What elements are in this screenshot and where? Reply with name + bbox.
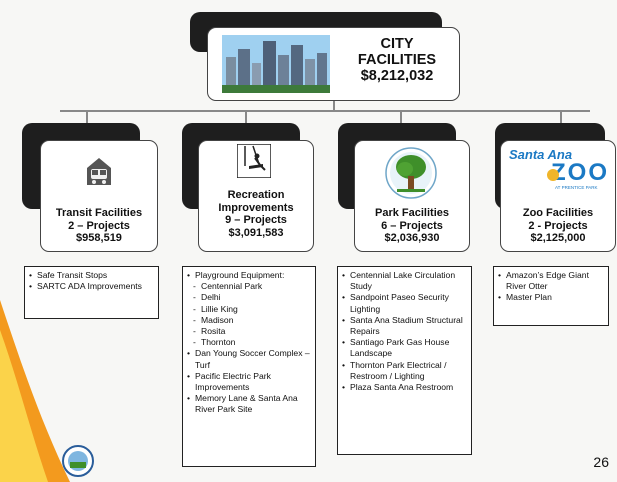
zoo-amount: $2,125,000 <box>530 232 586 244</box>
list-item: Centennial Lake Circulation Study <box>342 270 467 292</box>
zoo-projects: 2 - Projects <box>528 219 588 232</box>
list-item: Master Plan <box>498 292 604 303</box>
list-item: Safe Transit Stops <box>29 270 154 281</box>
transit-amount: $958,519 <box>76 232 122 244</box>
list-item: Pacific Electric Park Improvements <box>187 371 311 393</box>
list-item: Plaza Santa Ana Restroom <box>342 382 467 393</box>
list-subitem: Rosita <box>187 326 311 337</box>
list-item: Thornton Park Electrical / Restroom / Li… <box>342 360 467 382</box>
list-item: Santiago Park Gas House Landscape <box>342 337 467 359</box>
decorative-swoosh <box>0 300 70 482</box>
zoo-facilities-card: Santa Ana ZOO AT PRENTICE PARK Zoo Facil… <box>500 140 616 252</box>
park-amount: $2,036,930 <box>384 232 440 244</box>
transit-facilities-card: Transit Facilities 2 – Projects $958,519 <box>40 140 158 252</box>
park-projects: 6 – Projects <box>381 219 443 232</box>
city-title-line2: FACILITIES <box>357 52 437 68</box>
list-item: Playground Equipment: <box>187 270 311 281</box>
transit-projects: 2 – Projects <box>68 219 130 232</box>
park-title: Park Facilities <box>375 207 449 219</box>
list-subitem: Madison <box>187 315 311 326</box>
tree-icon <box>385 147 437 199</box>
list-item: Amazon’s Edge Giant River Otter <box>498 270 604 292</box>
zoo-project-list: Amazon’s Edge Giant River Otter Master P… <box>493 266 609 326</box>
list-item: Sandpoint Paseo Security Lighting <box>342 292 467 314</box>
recreation-project-list: Playground Equipment: Centennial Park De… <box>182 266 316 467</box>
park-facilities-card: Park Facilities 6 – Projects $2,036,930 <box>354 140 470 252</box>
recreation-improvements-card: Recreation Improvements 9 – Projects $3,… <box>198 140 314 252</box>
page-number: 26 <box>593 454 609 470</box>
bus-icon <box>85 155 113 189</box>
list-item: SARTC ADA Improvements <box>29 281 154 292</box>
list-subitem: Delhi <box>187 292 311 303</box>
transit-title: Transit Facilities <box>55 207 143 219</box>
city-skyline-image <box>222 35 330 93</box>
list-item: Santa Ana Stadium Structural Repairs <box>342 315 467 337</box>
city-seal-icon <box>62 445 94 477</box>
list-item: Dan Young Soccer Complex – Turf <box>187 348 311 370</box>
list-item: Memory Lane & Santa Ana River Park Site <box>187 393 311 415</box>
recreation-amount: $3,091,583 <box>228 226 284 239</box>
transit-project-list: Safe Transit Stops SARTC ADA Improvement… <box>24 266 159 319</box>
zoo-title: Zoo Facilities <box>522 207 594 219</box>
list-subitem: Thornton <box>187 337 311 348</box>
city-total-amount: $8,212,032 <box>360 68 434 84</box>
recreation-title: Recreation Improvements <box>218 189 294 214</box>
list-subitem: Centennial Park <box>187 281 311 292</box>
city-title-line1: CITY <box>380 36 414 52</box>
list-subitem: Lillie King <box>187 304 311 315</box>
city-facilities-box: CITY FACILITIES $8,212,032 <box>207 27 460 101</box>
zoo-logo: Santa Ana ZOO AT PRENTICE PARK <box>509 147 609 190</box>
recreation-projects: 9 – Projects <box>225 214 287 226</box>
swing-icon <box>236 143 272 179</box>
park-project-list: Centennial Lake Circulation Study Sandpo… <box>337 266 472 455</box>
